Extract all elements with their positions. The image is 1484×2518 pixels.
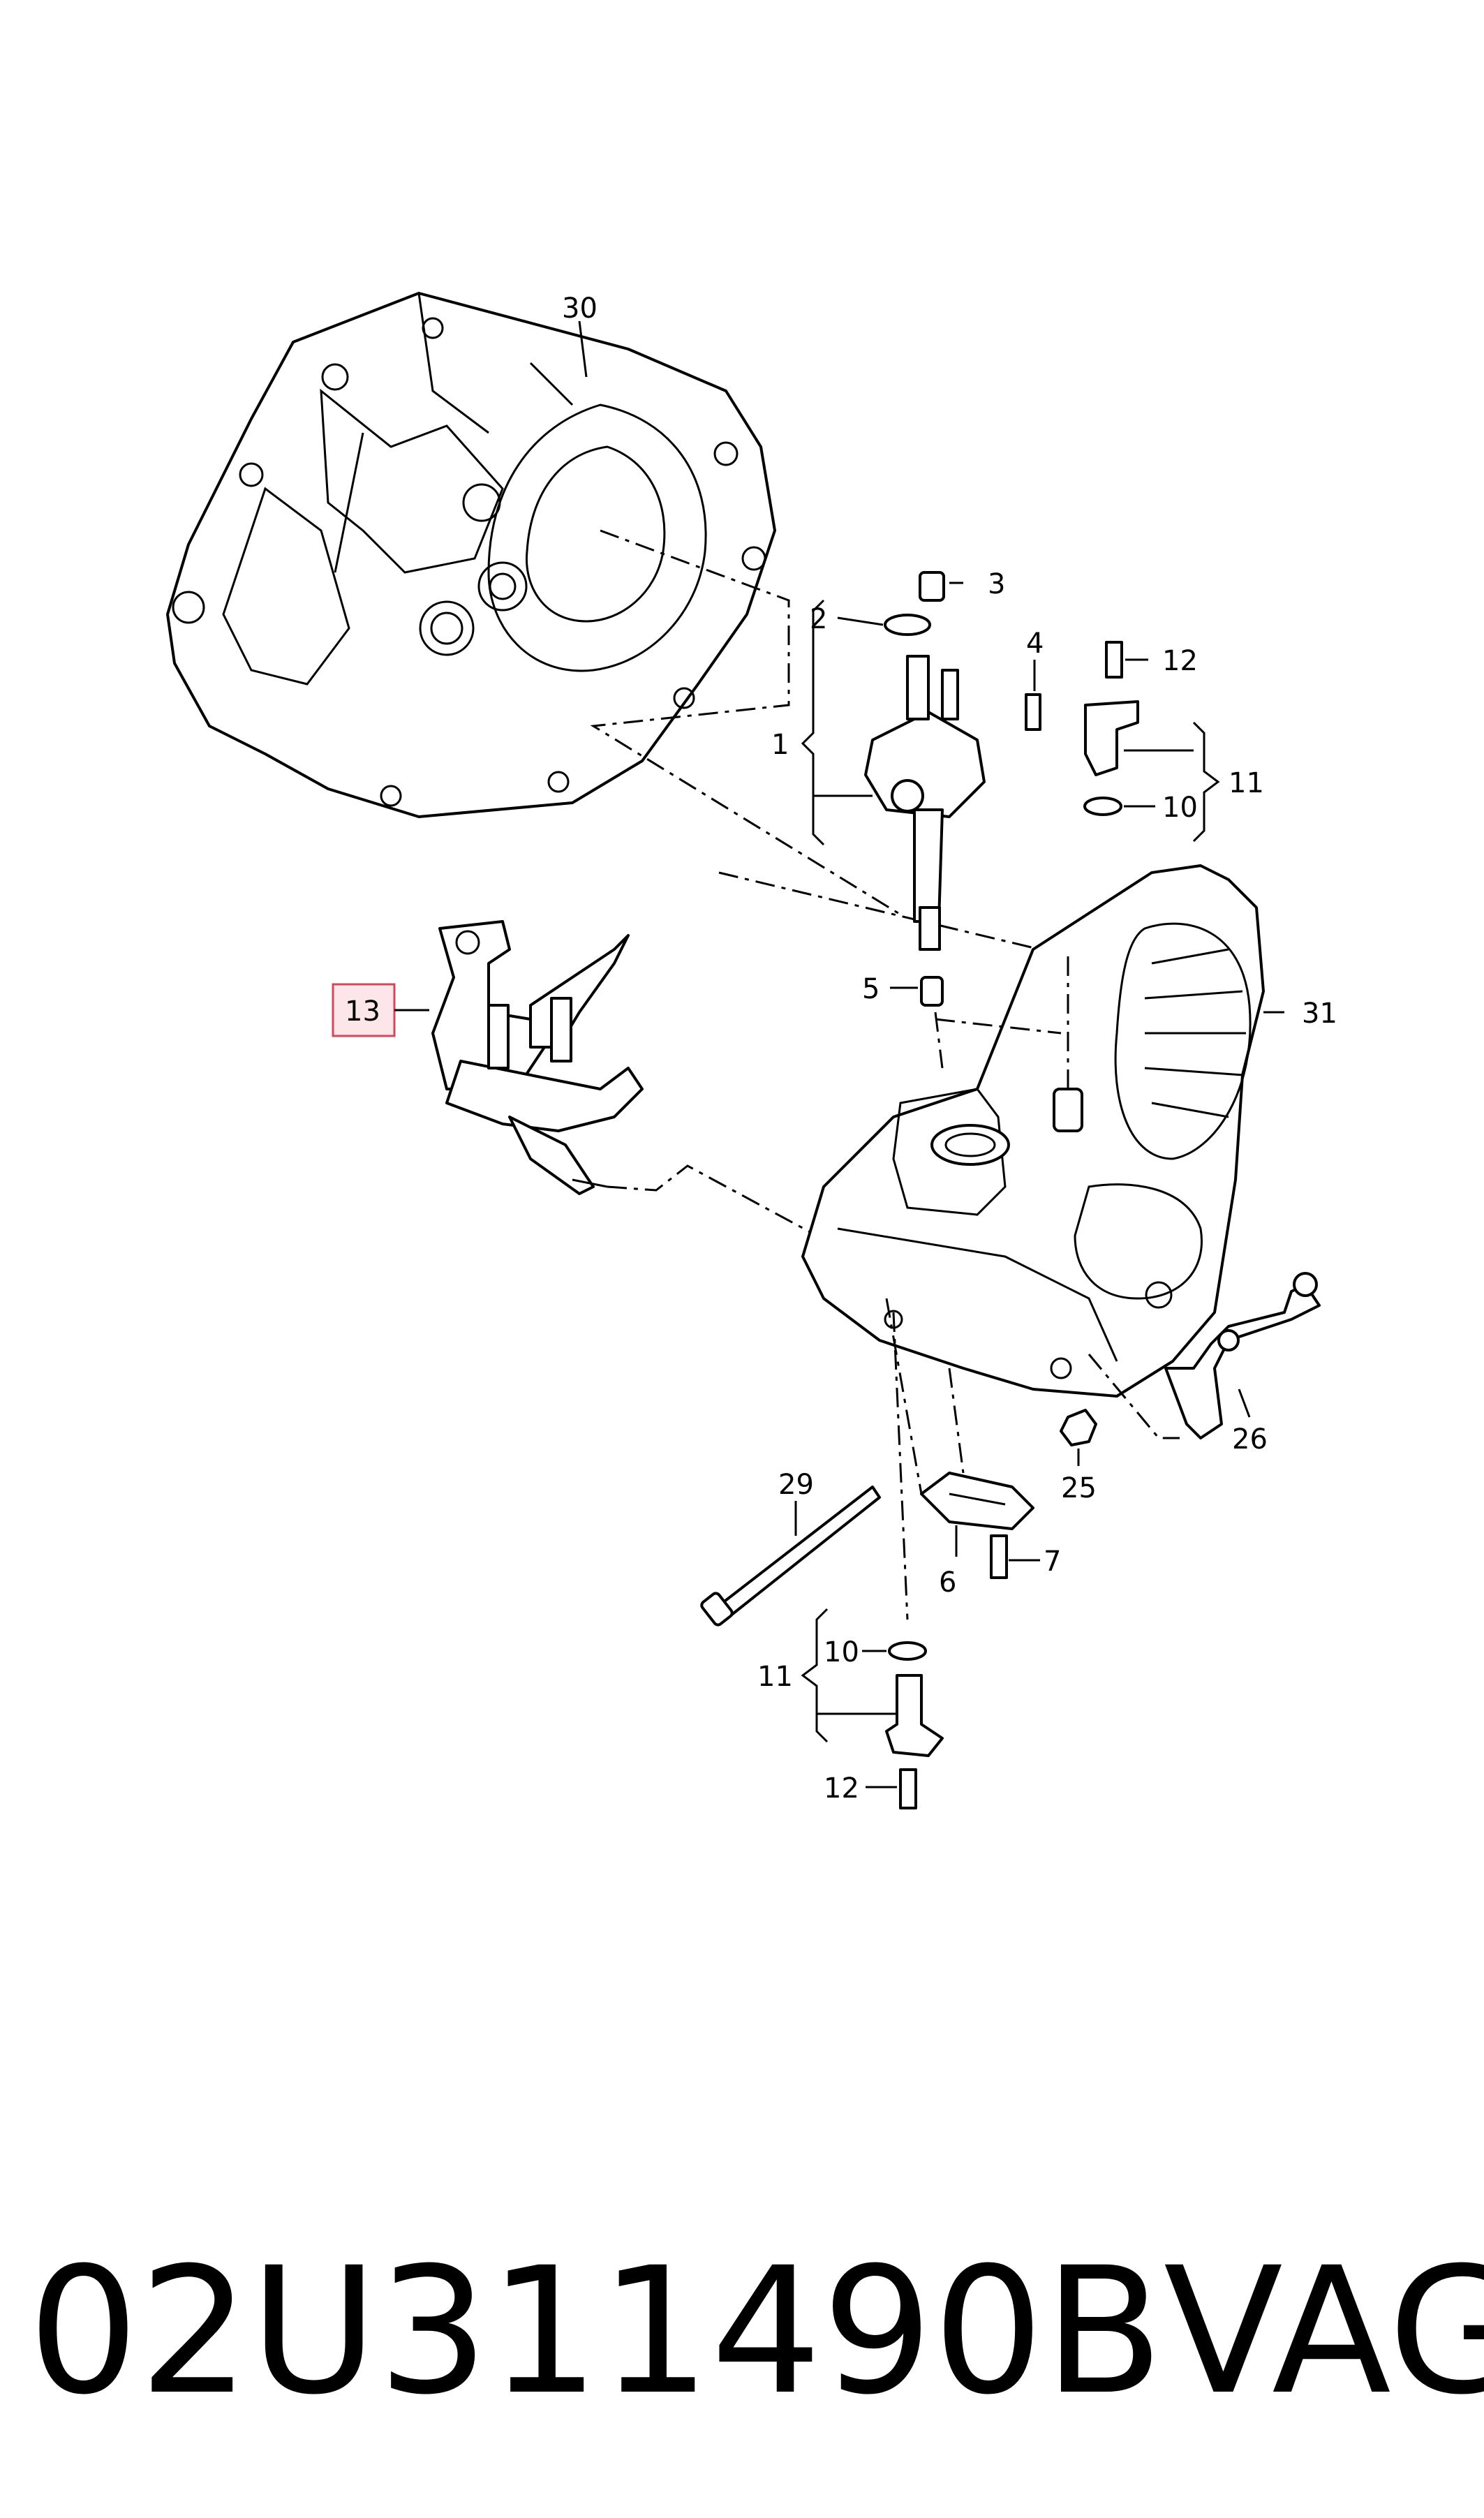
brand-name: VAG xyxy=(1163,2230,1484,2433)
callout-6: 6 xyxy=(939,1567,956,1599)
callout-1: 1 xyxy=(771,729,789,761)
callout-2: 2 xyxy=(810,603,827,635)
bracket-11b xyxy=(801,1608,897,1743)
part-number: 02U311490B xyxy=(28,2230,1164,2433)
cable-bracket-26-drawing xyxy=(1164,1272,1321,1439)
callout-3: 3 xyxy=(988,568,1005,600)
bolt-29-drawing xyxy=(700,1486,881,1627)
callout-11a: 11 xyxy=(1229,767,1264,799)
part-caption: 02U311490B VAG xyxy=(28,2227,1484,2436)
callout-26: 26 xyxy=(1232,1423,1268,1456)
callout-12b: 12 xyxy=(824,1772,859,1805)
housing-31-drawing xyxy=(801,864,1265,1398)
alignment-line-c xyxy=(607,1164,817,1237)
alignment-line-b xyxy=(718,871,1041,951)
alignment-line-a xyxy=(590,529,901,916)
bracket-1 xyxy=(801,599,825,846)
selector-fork-set-drawing xyxy=(431,920,644,1195)
guide-sleeve-lower-drawing xyxy=(885,1641,944,1809)
leader-26 xyxy=(1238,1388,1251,1418)
leader-30 xyxy=(578,320,588,378)
callout-13: 13 xyxy=(345,995,380,1028)
callout-11b: 11 xyxy=(757,1661,793,1693)
alignment-line-e xyxy=(1088,1354,1180,1439)
callout-31: 31 xyxy=(1302,998,1337,1030)
housing-30-drawing xyxy=(166,292,776,818)
callout-10b: 10 xyxy=(824,1636,859,1668)
leader-2 xyxy=(837,616,884,626)
callout-10a: 10 xyxy=(1162,792,1198,824)
selector-shaft-assembly-drawing xyxy=(864,571,1041,1007)
bracket-11a xyxy=(1124,721,1220,843)
callout-25: 25 xyxy=(1061,1472,1097,1504)
callout-12a: 12 xyxy=(1162,645,1198,677)
callout-30: 30 xyxy=(562,292,598,325)
cover-plate-6-drawing xyxy=(920,1472,1034,1579)
callout-4: 4 xyxy=(1026,628,1044,660)
callout-7: 7 xyxy=(1044,1546,1061,1578)
callout-5: 5 xyxy=(862,973,880,1005)
callout-13-box xyxy=(332,983,396,1037)
callout-29: 29 xyxy=(778,1469,814,1501)
alignment-line-f xyxy=(885,1298,965,1620)
nut-25-drawing xyxy=(1060,1409,1097,1446)
guide-sleeve-upper-drawing xyxy=(1083,641,1139,816)
alignment-line-d xyxy=(934,956,1069,1089)
